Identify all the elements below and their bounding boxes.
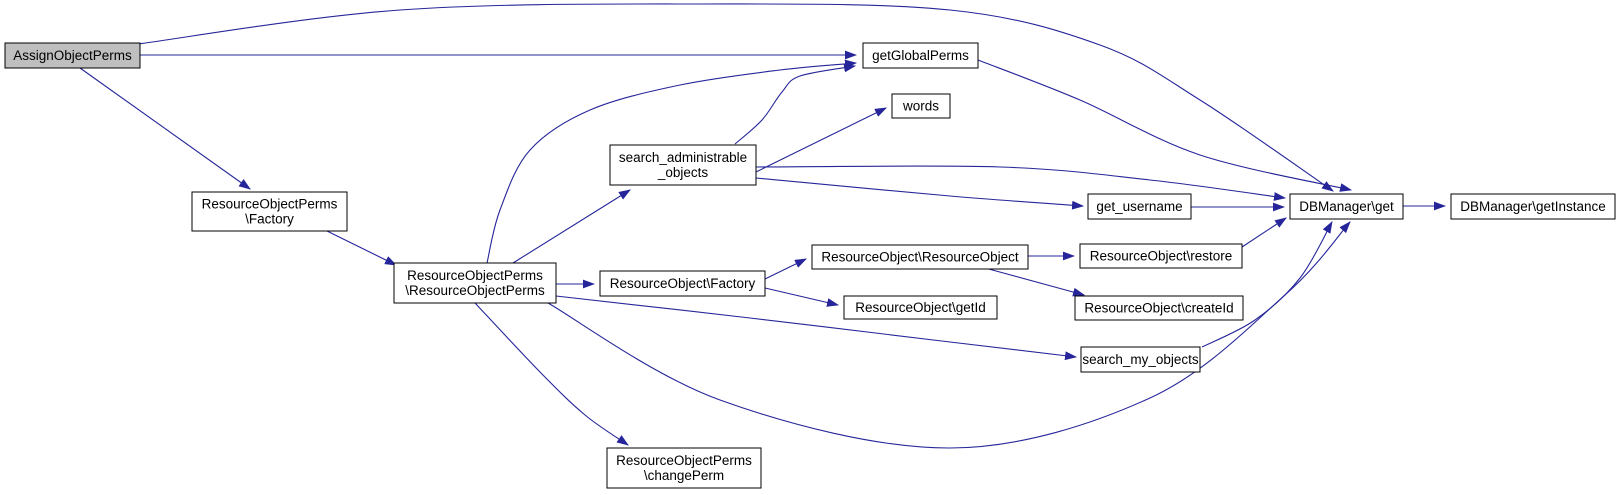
node-box-get_username[interactable] bbox=[1087, 193, 1192, 220]
node-label-search_administrable_objects: search_administrable_objects bbox=[619, 150, 747, 180]
node-label-getGlobalPerms: getGlobalPerms bbox=[872, 48, 969, 63]
node-RO_createId[interactable]: ResourceObject\createId bbox=[1074, 295, 1244, 321]
node-box-AssignObjectPerms bbox=[4, 42, 141, 69]
node-RO_Factory[interactable]: ResourceObject\Factory bbox=[599, 270, 766, 297]
edge-ROPerms_ROPerms-to-search_my_objects bbox=[555, 295, 1078, 361]
node-label-search_my_objects: search_my_objects bbox=[1082, 352, 1199, 367]
node-label-RO_restore: ResourceObject\restore bbox=[1090, 249, 1233, 264]
node-box-search_administrable_objects[interactable] bbox=[609, 144, 757, 186]
node-RO_ResourceObject[interactable]: ResourceObject\ResourceObject bbox=[811, 244, 1029, 270]
node-DBManager_get[interactable]: DBManager\get bbox=[1289, 193, 1404, 220]
edge-AssignObjectPerms-to-DBManager_get bbox=[137, 3, 1334, 192]
node-RO_restore[interactable]: ResourceObject\restore bbox=[1079, 243, 1243, 269]
node-label-ROPerms_Factory: ResourceObjectPerms\Factory bbox=[202, 197, 338, 227]
edge-RO_Factory-to-RO_ResourceObject bbox=[764, 258, 807, 280]
edge-ROPerms_ROPerms-to-getGlobalPerms bbox=[486, 59, 858, 264]
node-getGlobalPerms[interactable]: getGlobalPerms bbox=[862, 42, 979, 69]
edge-RO_Factory-to-RO_getId bbox=[764, 287, 840, 307]
node-label-ROPerms_changePerm: ResourceObjectPerms\changePerm bbox=[616, 453, 752, 483]
node-box-RO_restore[interactable] bbox=[1079, 243, 1243, 269]
node-ROPerms_changePerm[interactable]: ResourceObjectPerms\changePerm bbox=[606, 447, 762, 489]
edge-ROPerms_ROPerms-to-search_administrable_objects bbox=[512, 189, 631, 264]
node-label-AssignObjectPerms: AssignObjectPerms bbox=[13, 48, 132, 63]
edge-RO_restore-to-DBManager_get bbox=[1241, 217, 1287, 248]
edge-RO_ResourceObject-to-RO_createId bbox=[984, 267, 1086, 297]
node-box-words[interactable] bbox=[891, 93, 951, 119]
edge-ROPerms_Factory-to-ROPerms_ROPerms bbox=[326, 230, 397, 266]
node-box-DBManager_getInstance[interactable] bbox=[1450, 193, 1616, 220]
node-label-DBManager_getInstance: DBManager\getInstance bbox=[1460, 199, 1606, 214]
node-words[interactable]: words bbox=[891, 93, 951, 119]
node-box-RO_ResourceObject[interactable] bbox=[811, 244, 1029, 270]
node-label-RO_createId: ResourceObject\createId bbox=[1084, 301, 1233, 316]
node-ROPerms_ROPerms[interactable]: ResourceObjectPerms\ResourceObjectPerms bbox=[393, 262, 557, 304]
node-label-RO_getId: ResourceObject\getId bbox=[855, 300, 986, 315]
node-box-RO_getId[interactable] bbox=[843, 295, 998, 320]
node-DBManager_getInstance[interactable]: DBManager\getInstance bbox=[1450, 193, 1616, 220]
node-box-ROPerms_changePerm[interactable] bbox=[606, 447, 762, 489]
node-box-RO_createId[interactable] bbox=[1074, 295, 1244, 321]
node-box-DBManager_get[interactable] bbox=[1289, 193, 1404, 220]
node-label-DBManager_get: DBManager\get bbox=[1299, 199, 1394, 214]
node-label-get_username: get_username bbox=[1096, 199, 1182, 214]
node-box-ROPerms_Factory[interactable] bbox=[191, 191, 348, 232]
node-label-words: words bbox=[902, 99, 939, 114]
node-label-ROPerms_ROPerms: ResourceObjectPerms\ResourceObjectPerms bbox=[405, 268, 545, 298]
edge-AssignObjectPerms-to-ROPerms_Factory bbox=[79, 67, 251, 190]
edge-search_administrable_objects-to-words bbox=[755, 107, 887, 173]
node-search_administrable_objects[interactable]: search_administrable_objects bbox=[609, 144, 757, 186]
node-RO_getId[interactable]: ResourceObject\getId bbox=[843, 295, 998, 320]
node-box-getGlobalPerms[interactable] bbox=[862, 42, 979, 69]
edge-search_my_objects-to-DBManager_get bbox=[1201, 221, 1333, 348]
edge-ROPerms_ROPerms-to-ROPerms_changePerm bbox=[474, 302, 629, 446]
edge-search_administrable_objects-to-getGlobalPerms bbox=[734, 63, 857, 145]
node-box-RO_Factory[interactable] bbox=[599, 270, 766, 297]
edge-getGlobalPerms-to-DBManager_get bbox=[977, 59, 1353, 192]
node-box-search_my_objects[interactable] bbox=[1080, 346, 1201, 373]
node-label-RO_Factory: ResourceObject\Factory bbox=[610, 276, 756, 291]
node-box-ROPerms_ROPerms[interactable] bbox=[393, 262, 557, 304]
edge-search_administrable_objects-to-DBManager_get bbox=[755, 165, 1287, 201]
node-label-RO_ResourceObject: ResourceObject\ResourceObject bbox=[821, 250, 1019, 265]
node-AssignObjectPerms: AssignObjectPerms bbox=[4, 42, 141, 69]
node-search_my_objects[interactable]: search_my_objects bbox=[1080, 346, 1201, 373]
node-ROPerms_Factory[interactable]: ResourceObjectPerms\Factory bbox=[191, 191, 348, 232]
edge-search_administrable_objects-to-get_username bbox=[755, 177, 1085, 210]
node-get_username[interactable]: get_username bbox=[1087, 193, 1192, 220]
